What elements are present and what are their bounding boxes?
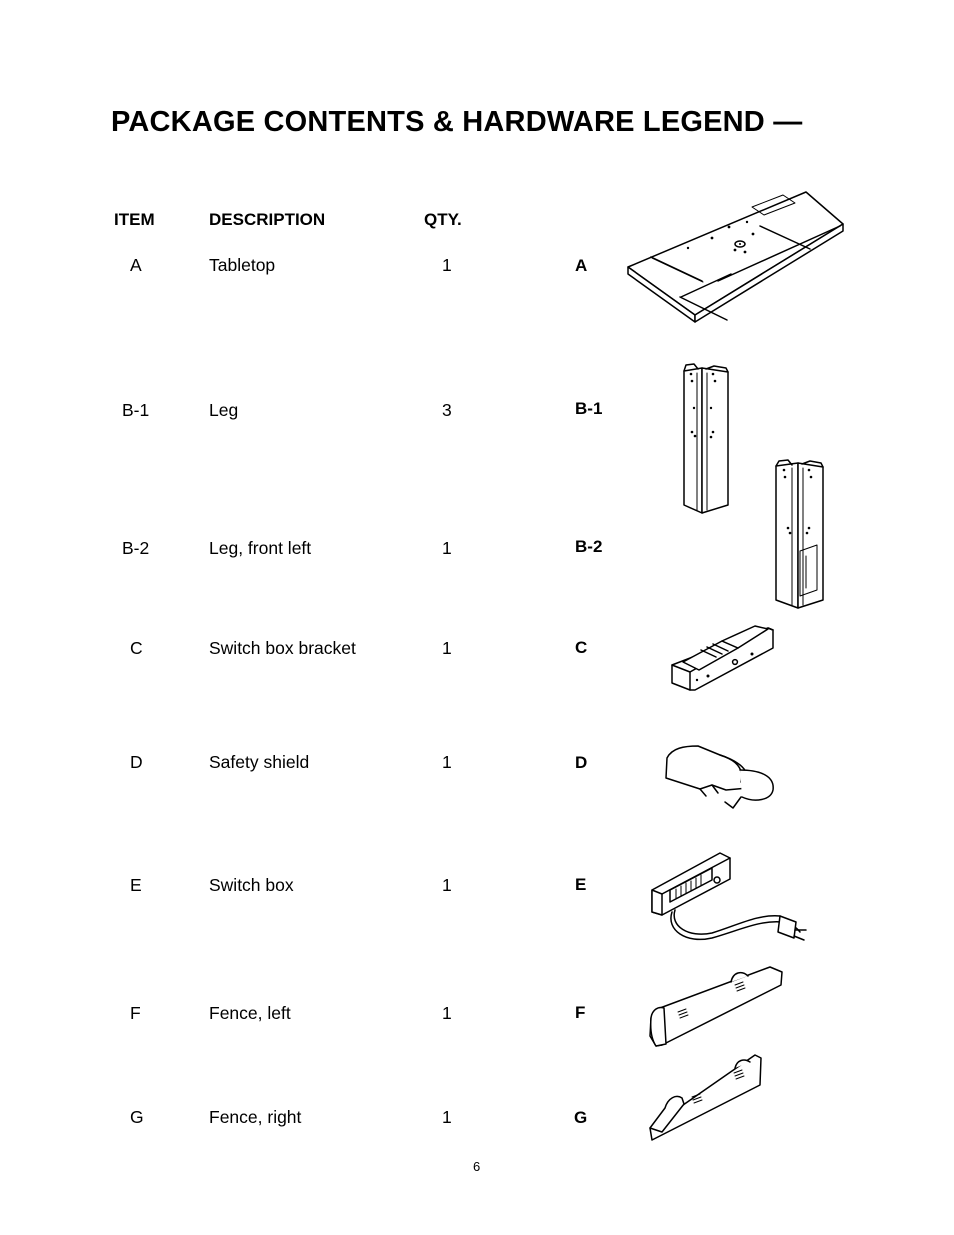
- item-id: A: [130, 255, 142, 275]
- item-description: Switch box bracket: [209, 638, 356, 658]
- drawing-label: E: [575, 875, 587, 894]
- fence-right-drawing: [649, 1054, 762, 1141]
- drawing-label: B-2: [575, 537, 603, 556]
- item-description: Leg: [209, 400, 239, 420]
- item-qty: 1: [442, 1107, 452, 1127]
- item-id: G: [130, 1107, 144, 1127]
- item-id: E: [130, 875, 142, 895]
- switch-box-drawing: [651, 852, 807, 941]
- item-description: Fence, right: [209, 1107, 302, 1127]
- switch-box-bracket-drawing: [671, 625, 774, 691]
- item-id: D: [130, 752, 143, 772]
- item-qty: 1: [442, 255, 452, 275]
- item-qty: 1: [442, 752, 452, 772]
- drawing-label: G: [574, 1108, 588, 1127]
- header-description: DESCRIPTION: [209, 210, 326, 229]
- leg-front-left-drawing: [775, 459, 824, 609]
- tabletop-drawing: [627, 191, 844, 323]
- safety-shield-drawing: [665, 745, 774, 809]
- item-description: Safety shield: [209, 752, 310, 772]
- header-qty: QTY.: [424, 210, 462, 229]
- item-description: Switch box: [209, 875, 294, 895]
- item-qty: 1: [442, 638, 452, 658]
- item-id: B-2: [122, 538, 150, 558]
- item-qty: 1: [442, 875, 452, 895]
- page-title: PACKAGE CONTENTS & HARDWARE LEGEND —: [111, 106, 803, 138]
- item-qty: 3: [442, 400, 452, 420]
- item-id: C: [130, 638, 143, 658]
- drawing-label: C: [575, 638, 588, 657]
- drawing-label: F: [575, 1003, 586, 1022]
- leg-drawing: [683, 363, 729, 514]
- item-description: Leg, front left: [209, 538, 312, 558]
- header-item: ITEM: [114, 210, 155, 229]
- fence-left-drawing: [649, 966, 783, 1047]
- item-description: Fence, left: [209, 1003, 291, 1023]
- item-id: B-1: [122, 400, 150, 420]
- drawing-label: A: [575, 256, 588, 275]
- page-number: 6: [473, 1159, 481, 1174]
- item-id: F: [130, 1003, 141, 1023]
- drawing-label: D: [575, 753, 588, 772]
- item-description: Tabletop: [209, 255, 276, 275]
- drawing-label: B-1: [575, 399, 603, 418]
- item-qty: 1: [442, 538, 452, 558]
- item-qty: 1: [442, 1003, 452, 1023]
